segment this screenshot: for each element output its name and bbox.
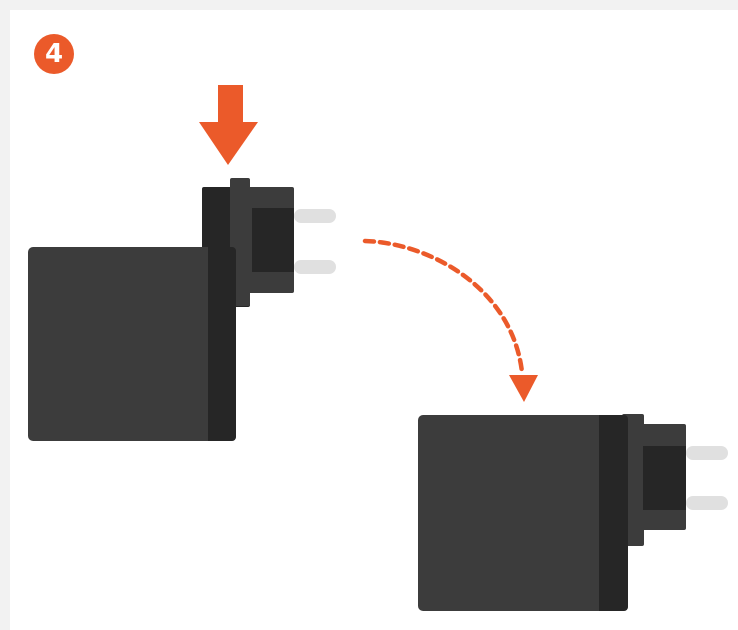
instruction-panel: 4 (10, 10, 738, 630)
plug-inset (643, 446, 686, 510)
adapter-body (28, 247, 236, 441)
adapter-body (418, 415, 628, 611)
curved-dashed-arrow-icon (362, 238, 538, 402)
plug-prongs (294, 209, 336, 274)
step-number-badge: 4 (34, 34, 74, 74)
adapter-before (28, 178, 336, 441)
plug-prongs (686, 446, 728, 510)
illustration (28, 85, 728, 611)
arrow-down-icon (199, 85, 258, 165)
adapter-after (418, 414, 728, 611)
plug-inset (252, 208, 294, 272)
